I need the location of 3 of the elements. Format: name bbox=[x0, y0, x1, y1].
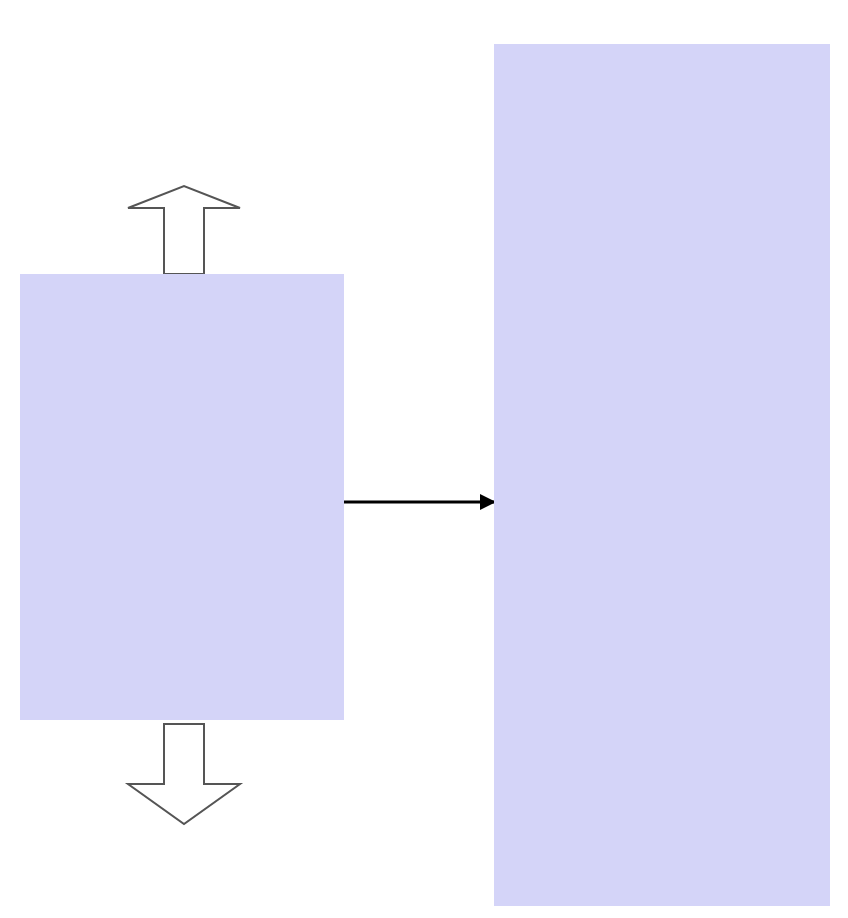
arrow bbox=[344, 494, 496, 510]
rectangle bbox=[494, 44, 830, 906]
rectangle bbox=[20, 274, 344, 720]
